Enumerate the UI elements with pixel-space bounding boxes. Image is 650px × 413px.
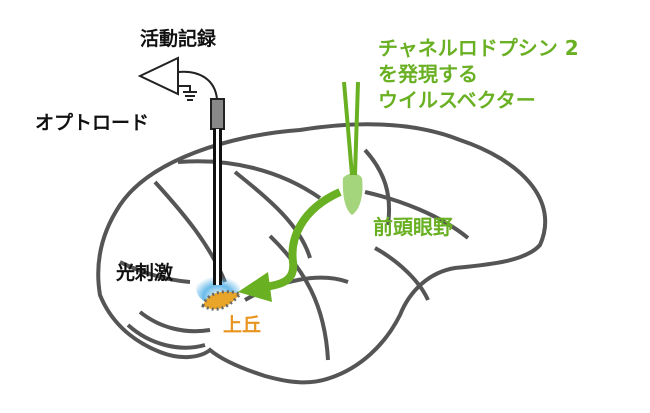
vector-label-line1: チャネルロドプシン 2	[378, 36, 579, 60]
light-stimulation-label: 光刺激	[116, 262, 174, 284]
projection-arrow	[261, 188, 342, 291]
frontal-eye-field-patch	[342, 173, 363, 215]
brain-sulcus	[364, 190, 470, 240]
ground-wire	[178, 85, 191, 92]
injection-pipette	[342, 81, 360, 176]
projection-arrowhead	[238, 272, 272, 302]
brain-sulcus	[233, 170, 312, 259]
vector-label-line3: ウイルスベクター	[378, 88, 536, 112]
brain-sulcus	[177, 159, 322, 200]
brain-sulcus	[363, 148, 392, 226]
amplifier-icon	[137, 56, 179, 96]
brain-outline	[96, 122, 548, 385]
optrode-label: オプトロード	[35, 112, 150, 134]
optrode-core	[216, 129, 219, 285]
vector-label-line2: を発現する	[378, 62, 478, 86]
superior-colliculus-patch	[201, 290, 243, 311]
optrode-connector	[210, 98, 225, 130]
brain-sulcus	[268, 234, 330, 361]
frontal-eye-field-label: 前頭眼野	[373, 215, 453, 239]
ground-icon	[183, 91, 197, 101]
recording-label: 活動記録	[140, 28, 217, 50]
amplifier-wire	[177, 70, 218, 100]
brain-sulcus	[119, 260, 191, 284]
superior-colliculus-label: 上丘	[223, 314, 262, 336]
cerebellum-folds	[126, 310, 211, 350]
brain-sulcus	[374, 246, 430, 301]
